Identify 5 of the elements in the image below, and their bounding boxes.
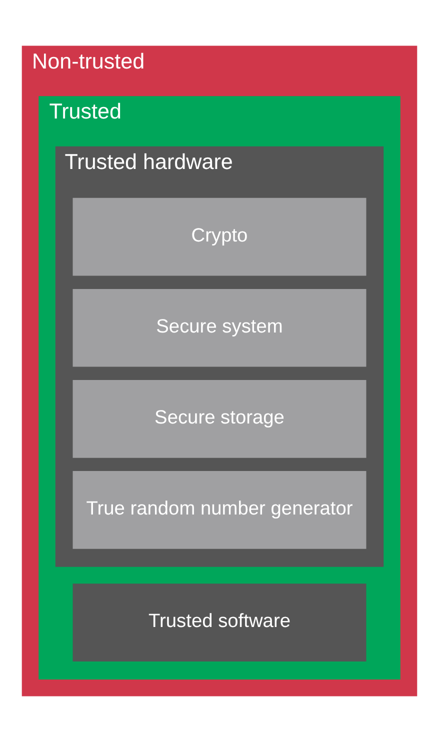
node-box: True random number generator	[72, 470, 366, 548]
node-box: Crypto	[72, 197, 366, 276]
node-box: Secure system	[72, 288, 366, 366]
node-box: Trusted software	[72, 583, 366, 661]
node-box: Secure storage	[72, 379, 366, 458]
